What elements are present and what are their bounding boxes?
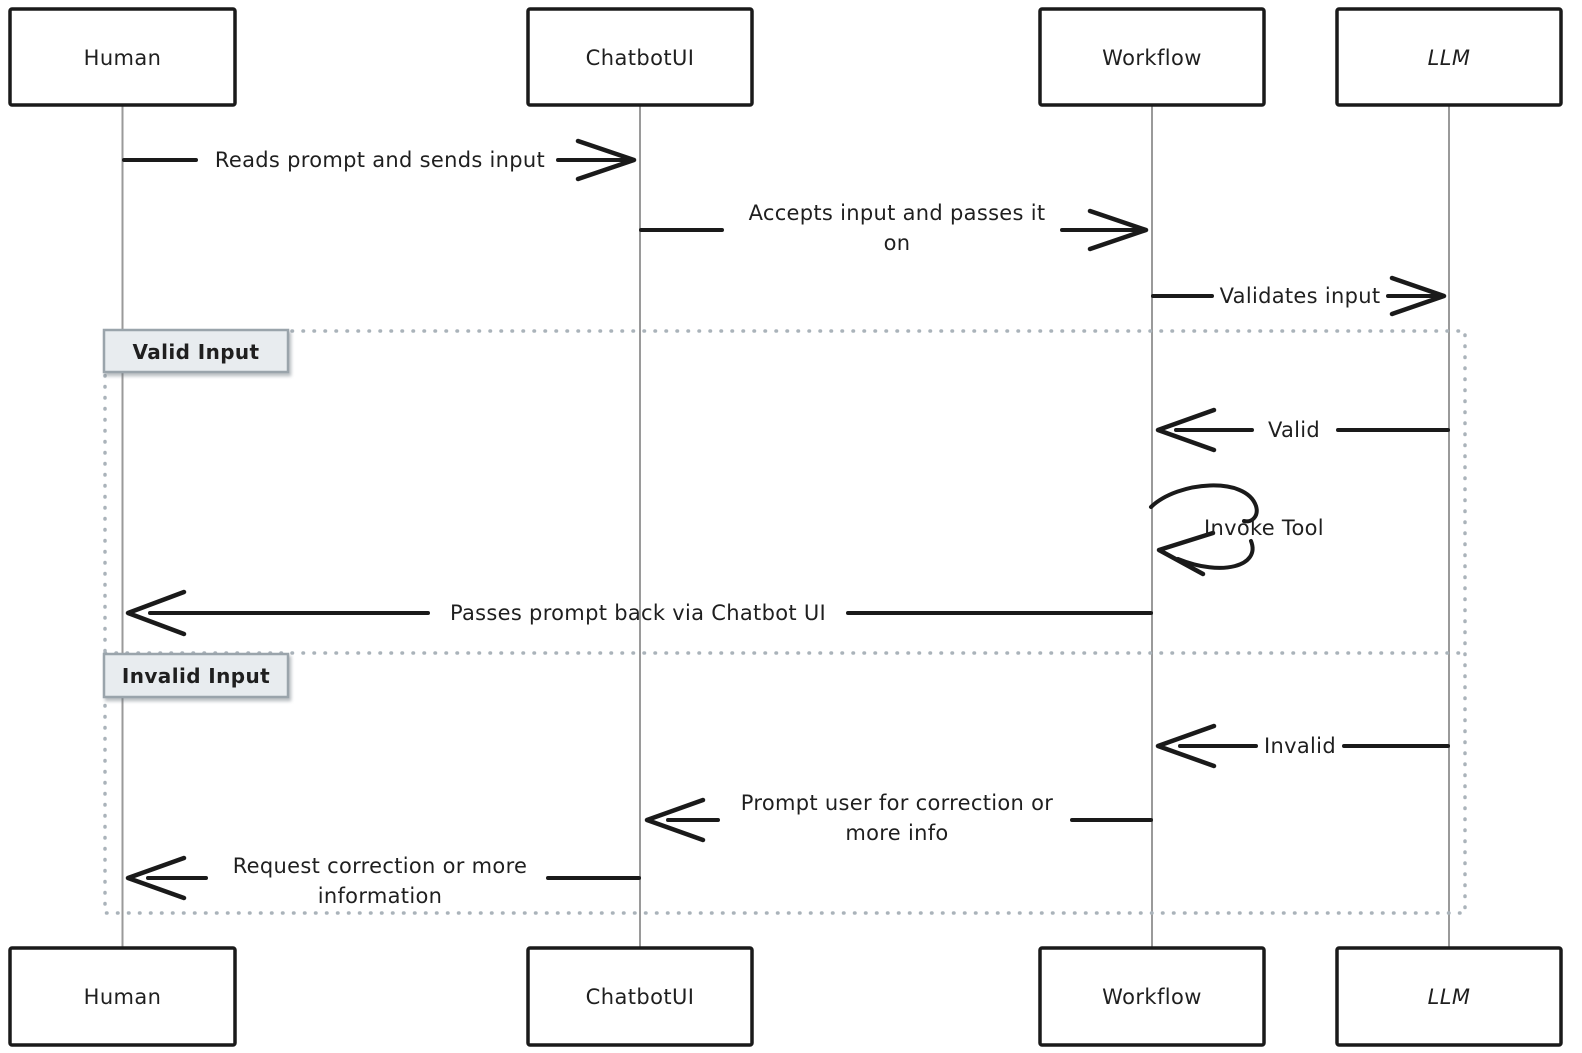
participant-box-llm-bottom xyxy=(1335,946,1563,1047)
reads-prompt-arrowhead-icon xyxy=(575,138,637,182)
participant-label-human-top: Human xyxy=(84,46,162,70)
message-accepts-input-text-line1: Accepts input and passes it xyxy=(749,201,1046,225)
frame-label-valid-input: Valid Input xyxy=(102,328,290,374)
participant-box-workflow-top xyxy=(1038,7,1266,107)
frame-label-valid-input-text: Valid Input xyxy=(132,340,259,364)
participant-label-chatbotui-bottom: ChatbotUI xyxy=(586,985,695,1009)
message-prompt-user-text-line1: Prompt user for correction or xyxy=(741,791,1053,815)
message-validates-input: Validates input xyxy=(1151,275,1447,317)
invalid-arrowhead-icon xyxy=(1155,723,1217,769)
message-invoke-tool-text: Invoke Tool xyxy=(1204,516,1324,540)
participant-label-llm-bottom: LLM xyxy=(1428,985,1471,1009)
invoke-tool-arrowhead-icon xyxy=(1156,530,1216,577)
frame-label-invalid-input-text: Invalid Input xyxy=(122,664,270,688)
frame-label-invalid-input-box xyxy=(102,652,290,699)
message-validates-input-text: Validates input xyxy=(1220,284,1381,308)
message-reads-prompt: Reads prompt and sends input xyxy=(122,138,637,182)
message-reads-prompt-text: Reads prompt and sends input xyxy=(215,148,545,172)
participant-box-llm-top xyxy=(1335,7,1563,107)
message-accepts-input-text-line2: on xyxy=(884,231,911,255)
participant-box-workflow-bottom xyxy=(1038,946,1266,1047)
message-invalid-text: Invalid xyxy=(1264,734,1336,758)
frame-label-valid-input-box xyxy=(102,328,290,374)
participant-human-top: Human xyxy=(8,7,237,107)
message-invoke-tool: Invoke Tool xyxy=(1149,483,1324,577)
participant-label-human-bottom: Human xyxy=(84,985,162,1009)
alt-frame-border xyxy=(103,329,1467,915)
participant-label-chatbotui-top: ChatbotUI xyxy=(586,46,695,70)
message-passes-prompt-back: Passes prompt back via Chatbot UI xyxy=(125,589,1153,637)
message-passes-prompt-back-text: Passes prompt back via Chatbot UI xyxy=(450,601,826,625)
participant-human-bottom: Human xyxy=(8,946,237,1047)
participant-label-workflow-top: Workflow xyxy=(1102,46,1202,70)
participant-llm-top: LLM xyxy=(1335,7,1563,107)
message-request-correction-text-line2: information xyxy=(318,884,443,908)
participant-llm-bottom: LLM xyxy=(1335,946,1563,1047)
valid-arrowhead-icon xyxy=(1155,407,1217,453)
participant-chatbotui-bottom: ChatbotUI xyxy=(526,946,754,1047)
message-valid: Valid xyxy=(1155,407,1450,453)
participant-box-human-top xyxy=(8,7,237,107)
message-request-correction-text-line1: Request correction or more xyxy=(233,854,528,878)
message-request-correction: Request correction or more information xyxy=(125,854,641,908)
participant-box-human-bottom xyxy=(8,946,237,1047)
participant-workflow-top: Workflow xyxy=(1038,7,1266,107)
invoke-tool-loop-bottom-curve xyxy=(1176,539,1255,570)
passes-prompt-back-arrowhead-icon xyxy=(125,589,187,637)
participant-label-llm-top: LLM xyxy=(1428,46,1471,70)
message-valid-text: Valid xyxy=(1268,418,1320,442)
message-prompt-user-text-line2: more info xyxy=(845,821,948,845)
prompt-user-arrowhead-icon xyxy=(644,797,706,843)
participant-chatbotui-top: ChatbotUI xyxy=(526,7,754,107)
message-invalid: Invalid xyxy=(1155,723,1450,769)
invoke-tool-loop-top-curve xyxy=(1149,483,1259,524)
frame-label-invalid-input: Invalid Input xyxy=(102,652,290,699)
accepts-input-arrowhead-icon xyxy=(1087,208,1149,252)
participant-workflow-bottom: Workflow xyxy=(1038,946,1266,1047)
participant-box-chatbotui-top xyxy=(526,7,754,107)
message-prompt-user: Prompt user for correction or more info xyxy=(644,791,1153,845)
request-correction-arrowhead-icon xyxy=(125,855,187,901)
participant-box-chatbotui-bottom xyxy=(526,946,754,1047)
message-accepts-input: Accepts input and passes it on xyxy=(639,201,1149,255)
participant-label-workflow-bottom: Workflow xyxy=(1102,985,1202,1009)
validates-input-arrowhead-icon xyxy=(1389,275,1447,317)
